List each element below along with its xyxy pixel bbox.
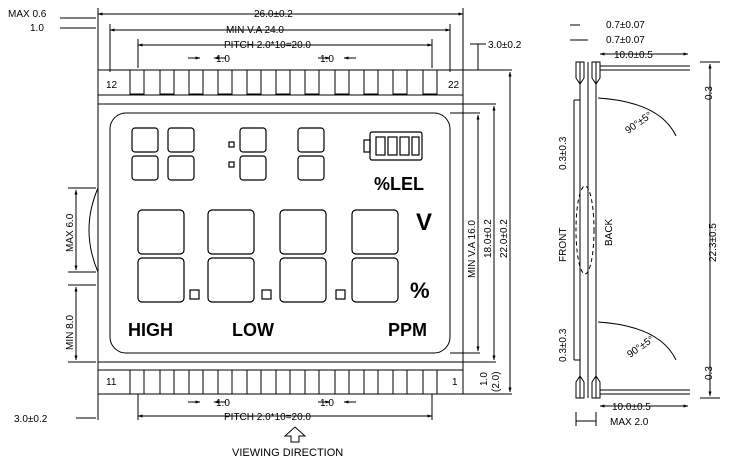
- label-gap-left: 1.0: [30, 23, 44, 34]
- label-pitch-top: PITCH 2.0*10=20.0: [224, 40, 311, 51]
- label-gap-bottom-ref: (2.0): [491, 371, 502, 392]
- seal-ellipse: [575, 185, 595, 275]
- front-view: [60, 8, 512, 443]
- label-angle-top: 90°±5°: [623, 110, 654, 136]
- label-glass-height: 18.0±0.2: [483, 219, 494, 258]
- bottom-pin-strip: [97, 361, 464, 395]
- label-bottom-gap: 0.3: [704, 366, 715, 380]
- label-pin-length-top: 3.0±0.2: [488, 40, 522, 51]
- label-max-side-thickness: MAX 2.0: [610, 417, 649, 428]
- label-bottom-pin-length: 10.0±0.5: [612, 402, 651, 413]
- label-overall-width: 26.0±0.2: [254, 9, 293, 20]
- label-top-gap: 0.3: [704, 86, 715, 100]
- side-view: [570, 24, 720, 426]
- segment-low: LOW: [232, 320, 274, 340]
- label-overall-side: 22.3±0.5: [708, 223, 719, 262]
- pin-number-11: 11: [106, 377, 117, 388]
- label-pin-width-left-top: 1.0: [216, 54, 230, 65]
- lcd-segments: [131, 127, 423, 303]
- viewing-direction-arrow-icon: [283, 426, 307, 443]
- small-digits: [131, 127, 325, 181]
- battery-icon: [363, 131, 423, 161]
- segment-ppm: PPM: [388, 320, 427, 340]
- label-pin-width-right-top: 1.0: [320, 54, 334, 65]
- top-pin-strip: [97, 69, 464, 105]
- segment-high: HIGH: [128, 320, 173, 340]
- label-angle-bottom: 90°±5°: [625, 334, 656, 360]
- bottom-pins: [129, 369, 438, 395]
- label-overall-height: 22.0±0.2: [499, 219, 510, 258]
- segment-unit-percent: %: [410, 278, 430, 303]
- label-seal-top: 0.3±0.3: [558, 136, 569, 170]
- label-top-thickness-1: 0.7±0.07: [606, 20, 645, 31]
- top-pins: [129, 69, 438, 95]
- label-pin-width-left-bottom: 1.0: [216, 398, 230, 409]
- pin-number-12: 12: [106, 80, 118, 91]
- label-pitch-bottom: PITCH 2.0*10=20.0: [224, 412, 311, 423]
- segment-unit-lel: %LEL: [374, 174, 424, 194]
- seal-bulge: [88, 187, 99, 273]
- label-seal-bottom: 0.3±0.3: [558, 328, 569, 362]
- label-min-va-height: MIN V.A 16.0: [467, 220, 478, 278]
- label-pin-length-bottom: 3.0±0.2: [14, 414, 48, 425]
- label-min-va-width: MIN V.A 24.0: [226, 25, 284, 36]
- pin-number-1: 1: [452, 377, 458, 388]
- label-min-height: MIN 8.0: [65, 315, 76, 350]
- pin-number-22: 22: [448, 80, 460, 91]
- label-back: BACK: [604, 218, 615, 246]
- label-gap-bottom: 1.0: [479, 372, 490, 386]
- label-max-height: MAX 6.0: [65, 213, 76, 252]
- label-top-pin-length: 10.0±0.5: [614, 50, 653, 61]
- label-viewing-direction: VIEWING DIRECTION: [232, 447, 343, 459]
- segment-unit-v: V: [416, 209, 432, 236]
- label-front: FRONT: [558, 228, 569, 262]
- front-labels: MAX 0.6 1.0 26.0±0.2 MIN V.A 24.0 PITCH …: [8, 9, 522, 459]
- viewing-area: [109, 112, 451, 354]
- label-top-thickness-2: 0.7±0.07: [606, 35, 645, 46]
- label-max-thickness: MAX 0.6: [8, 9, 47, 20]
- label-pin-width-right-bottom: 1.0: [320, 398, 334, 409]
- large-digits: [137, 209, 399, 303]
